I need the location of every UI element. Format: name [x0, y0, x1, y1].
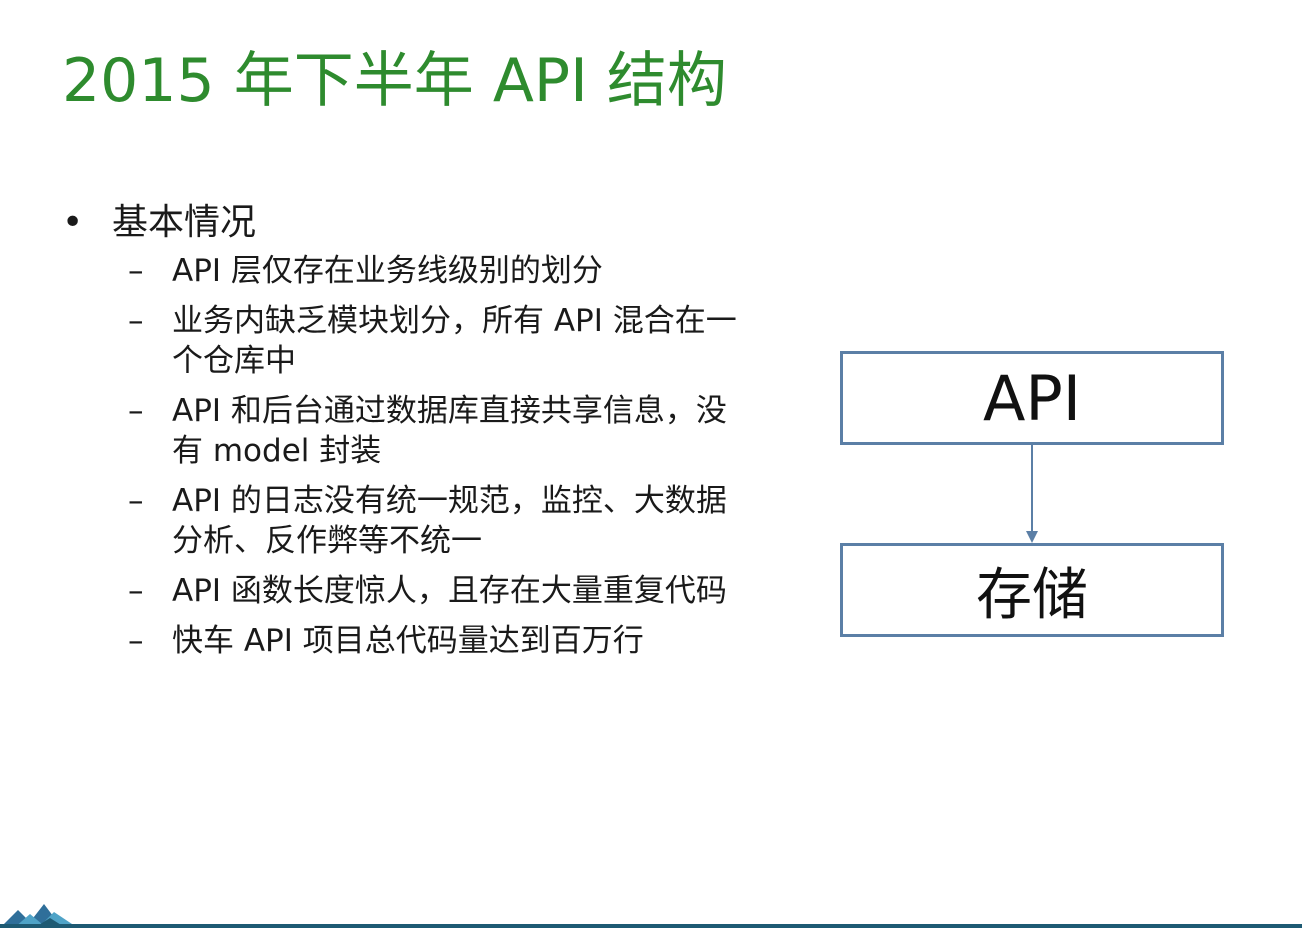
- sub-point-text: API 函数长度惊人，且存在大量重复代码: [172, 572, 727, 609]
- api-box: API: [840, 351, 1224, 445]
- dash-marker: –: [128, 302, 144, 339]
- section-heading: 基本情况: [112, 202, 257, 243]
- footer-line: [0, 924, 1302, 928]
- dash-marker: –: [128, 392, 144, 429]
- sub-point-text: 业务内缺乏模块划分，所有 API 混合在一个仓库中: [172, 302, 737, 379]
- sub-point: – API 的日志没有统一规范，监控、大数据分析、反作弊等不统一: [58, 481, 752, 561]
- dash-marker: –: [128, 572, 144, 609]
- dash-marker: –: [128, 622, 144, 659]
- dash-marker: –: [128, 252, 144, 289]
- sub-point-text: API 和后台通过数据库直接共享信息，没有 model 封装: [172, 392, 727, 469]
- storage-box-label: 存储: [976, 562, 1088, 628]
- bullet-content: • 基本情况 – API 层仅存在业务线级别的划分 – 业务内缺乏模块划分，所有…: [58, 200, 778, 671]
- bullet-dot: •: [62, 202, 84, 243]
- dash-marker: –: [128, 482, 144, 519]
- sub-point: – 快车 API 项目总代码量达到百万行: [58, 621, 752, 661]
- api-box-label: API: [982, 361, 1082, 435]
- arrow-down-icon: [1026, 445, 1038, 543]
- sub-point: – API 函数长度惊人，且存在大量重复代码: [58, 571, 752, 611]
- sub-point: – 业务内缺乏模块划分，所有 API 混合在一个仓库中: [58, 301, 752, 381]
- sub-point-text: 快车 API 项目总代码量达到百万行: [172, 622, 644, 659]
- sub-point-list: – API 层仅存在业务线级别的划分 – 业务内缺乏模块划分，所有 API 混合…: [58, 251, 778, 661]
- storage-box: 存储: [840, 543, 1224, 637]
- sub-point-text: API 层仅存在业务线级别的划分: [172, 252, 603, 289]
- sub-point: – API 层仅存在业务线级别的划分: [58, 251, 752, 291]
- section-heading-item: • 基本情况: [58, 200, 778, 247]
- sub-point: – API 和后台通过数据库直接共享信息，没有 model 封装: [58, 391, 752, 471]
- sub-point-text: API 的日志没有统一规范，监控、大数据分析、反作弊等不统一: [172, 482, 727, 559]
- slide-title: 2015 年下半年 API 结构: [62, 46, 727, 116]
